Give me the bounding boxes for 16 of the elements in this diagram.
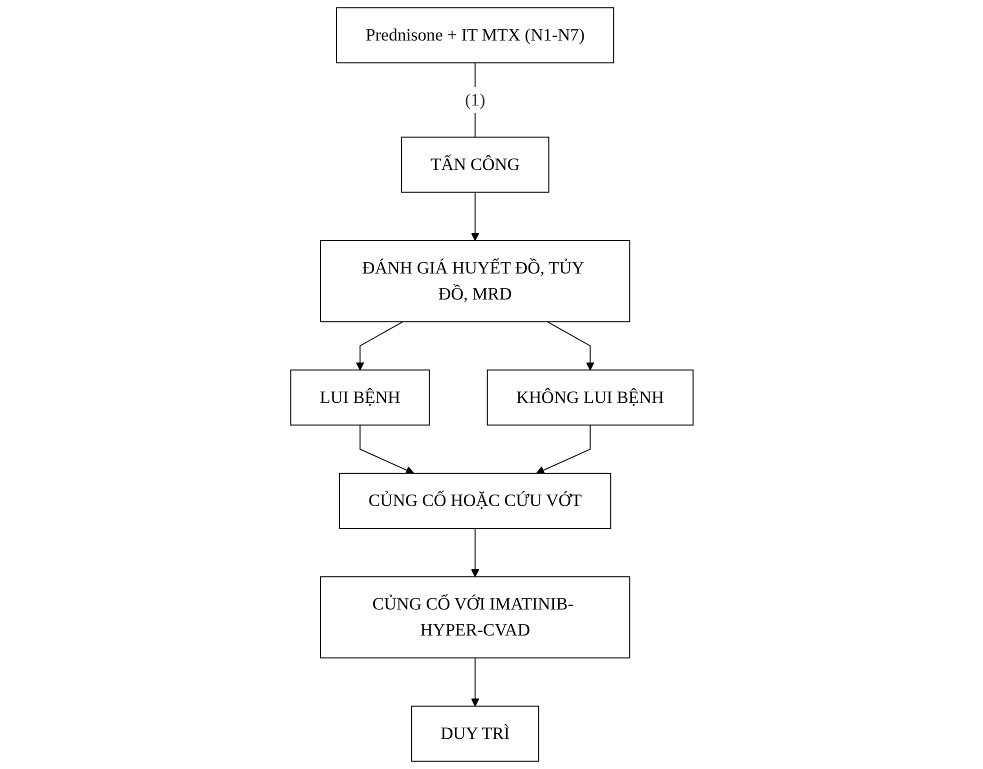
arrow [355, 321, 404, 370]
node-box: Prednisone + IT MTX (N1-N7) [336, 7, 614, 64]
arrow [470, 657, 479, 707]
node-box: KHÔNG LUI BỆNH [486, 370, 694, 426]
arrow [359, 424, 414, 474]
arrow [470, 192, 479, 241]
node-box: CỦNG CỐ HOẶC CỨU VỚT [338, 472, 611, 529]
arrow [536, 424, 590, 474]
node-box: CỦNG CỐ VỚI IMATINIB- HYPER-CVAD [320, 576, 630, 658]
arrow [546, 321, 594, 370]
arrow [470, 528, 479, 578]
node-box: TẤN CÔNG [400, 136, 549, 193]
node-box: DUY TRÌ [410, 706, 539, 762]
node-box: ĐÁNH GIÁ HUYẾT ĐỒ, TỦY ĐỒ, MRD [320, 240, 630, 322]
node-box: LUI BỆNH [290, 370, 430, 426]
edge-label: (1) [464, 90, 485, 110]
